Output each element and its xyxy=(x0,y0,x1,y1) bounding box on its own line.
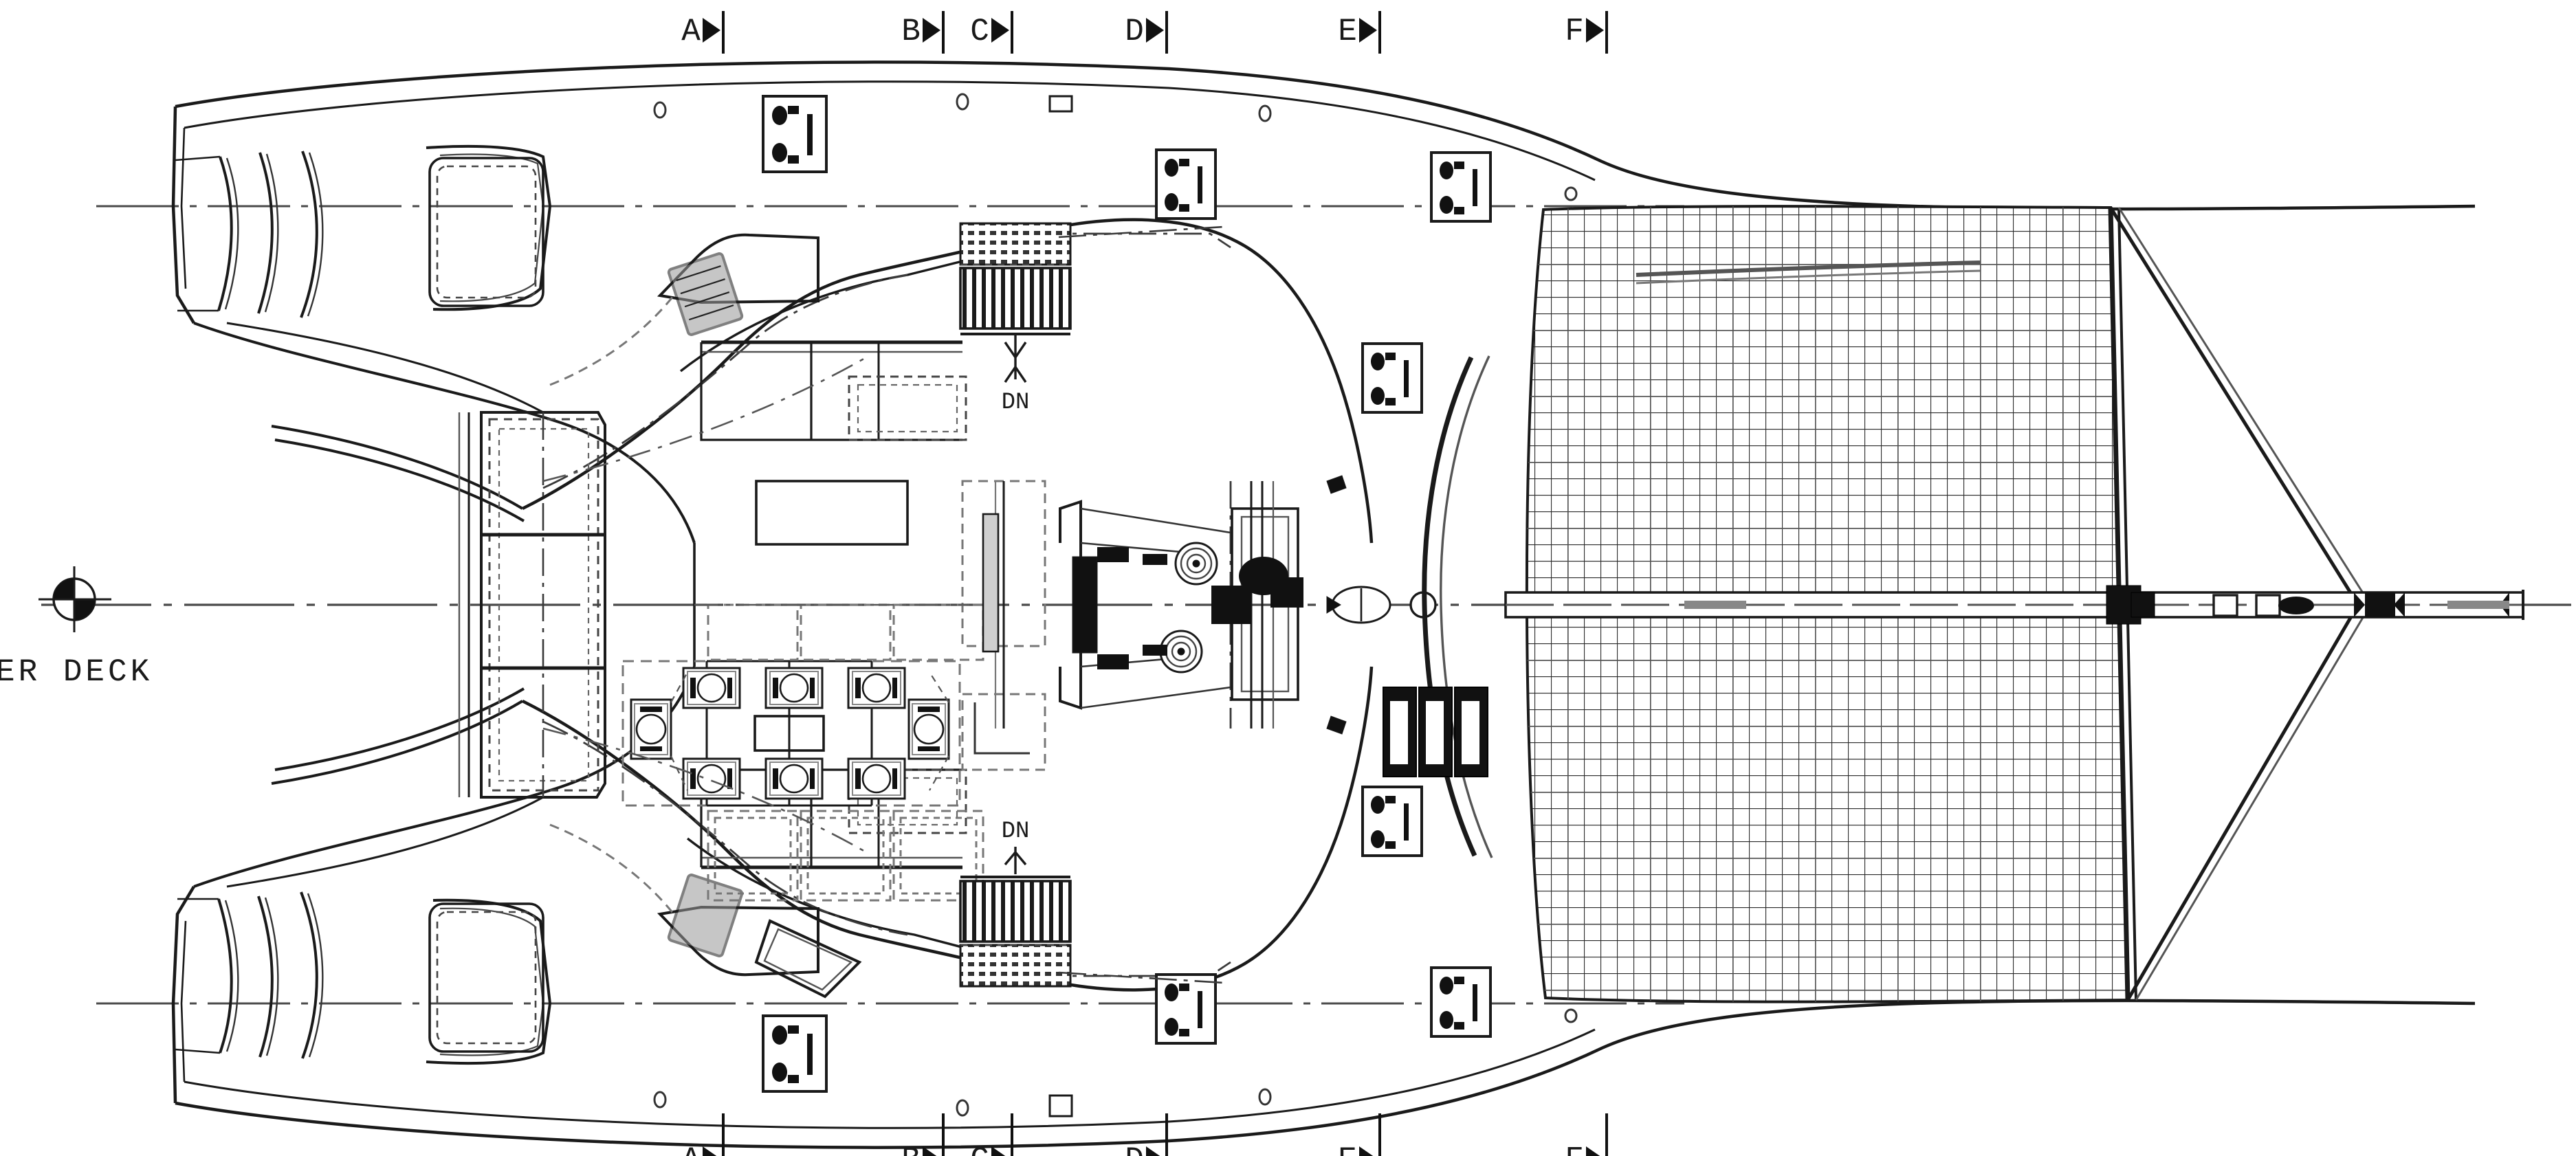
section-markers-top: A B C D E F xyxy=(681,11,1608,54)
svg-text:C: C xyxy=(970,14,989,49)
centerlines xyxy=(96,205,1684,1005)
svg-text:D: D xyxy=(1125,1142,1144,1156)
svg-text:D: D xyxy=(1125,14,1144,49)
starboard-fwd-hatch xyxy=(428,902,544,1053)
section-marker: C xyxy=(970,1113,1013,1156)
section-marker: A xyxy=(681,11,725,54)
winch xyxy=(1174,542,1218,586)
sunbed-marker xyxy=(1430,966,1492,1038)
stowage-boxes xyxy=(1383,687,1488,777)
stair-label-dn-lower: DN xyxy=(1002,819,1030,845)
section-markers-bottom: A B C D E F xyxy=(681,1113,1608,1156)
section-marker: C xyxy=(970,11,1013,54)
sunbed-marker xyxy=(762,95,828,173)
centerline-datum xyxy=(38,566,111,632)
stair-lower: DN xyxy=(959,819,1072,988)
aft-locker-dashed xyxy=(549,295,675,915)
page-title: ER DECK xyxy=(0,654,153,690)
bowsprit xyxy=(1504,585,2524,625)
down-arrow-icon xyxy=(1004,847,1027,874)
list-item xyxy=(630,667,950,800)
sunbed-marker xyxy=(762,1014,828,1093)
section-marker: D xyxy=(1125,1113,1168,1156)
stair-label-dn-upper: DN xyxy=(1002,390,1030,416)
section-marker: A xyxy=(681,1113,725,1156)
galley-counter xyxy=(657,233,967,441)
section-marker: F xyxy=(1565,1113,1608,1156)
section-marker: B xyxy=(901,11,945,54)
sunbed-marker xyxy=(1155,973,1217,1045)
coffee-table xyxy=(755,480,909,546)
svg-text:E: E xyxy=(1338,14,1357,49)
deck-fittings xyxy=(653,93,1578,1118)
mast-step-assembly xyxy=(982,475,1391,735)
section-marker: E xyxy=(1338,1113,1381,1156)
svg-text:F: F xyxy=(1565,14,1584,49)
deck-markers xyxy=(762,95,1492,1093)
sunbed-marker xyxy=(1430,151,1492,223)
dining-table xyxy=(630,660,950,807)
svg-text:F: F xyxy=(1565,1142,1584,1156)
section-marker: E xyxy=(1338,11,1381,54)
port-settee xyxy=(458,411,606,799)
section-marker: F xyxy=(1565,11,1608,54)
svg-text:B: B xyxy=(901,1142,921,1156)
stair-upper: DN xyxy=(959,222,1072,416)
down-arrow-icon xyxy=(1004,335,1027,383)
svg-text:A: A xyxy=(681,14,701,49)
sunbed-marker xyxy=(1361,786,1423,857)
port-fwd-hatch xyxy=(428,157,544,307)
svg-text:A: A xyxy=(681,1142,701,1156)
sunbed-marker xyxy=(1155,148,1217,220)
svg-text:B: B xyxy=(901,14,921,49)
svg-text:E: E xyxy=(1338,1142,1357,1156)
galley-counter-lower xyxy=(657,768,967,977)
section-marker: B xyxy=(901,1113,945,1156)
foredeck-hidden-edges xyxy=(1058,225,1224,984)
cockpit-seat xyxy=(754,919,862,999)
aft-davit-arms xyxy=(271,425,525,785)
swing-arcs xyxy=(542,356,969,854)
svg-text:C: C xyxy=(970,1142,989,1156)
section-marker: D xyxy=(1125,11,1168,54)
lower-bench-dashed xyxy=(707,810,984,902)
sunbed-marker xyxy=(1361,342,1423,414)
